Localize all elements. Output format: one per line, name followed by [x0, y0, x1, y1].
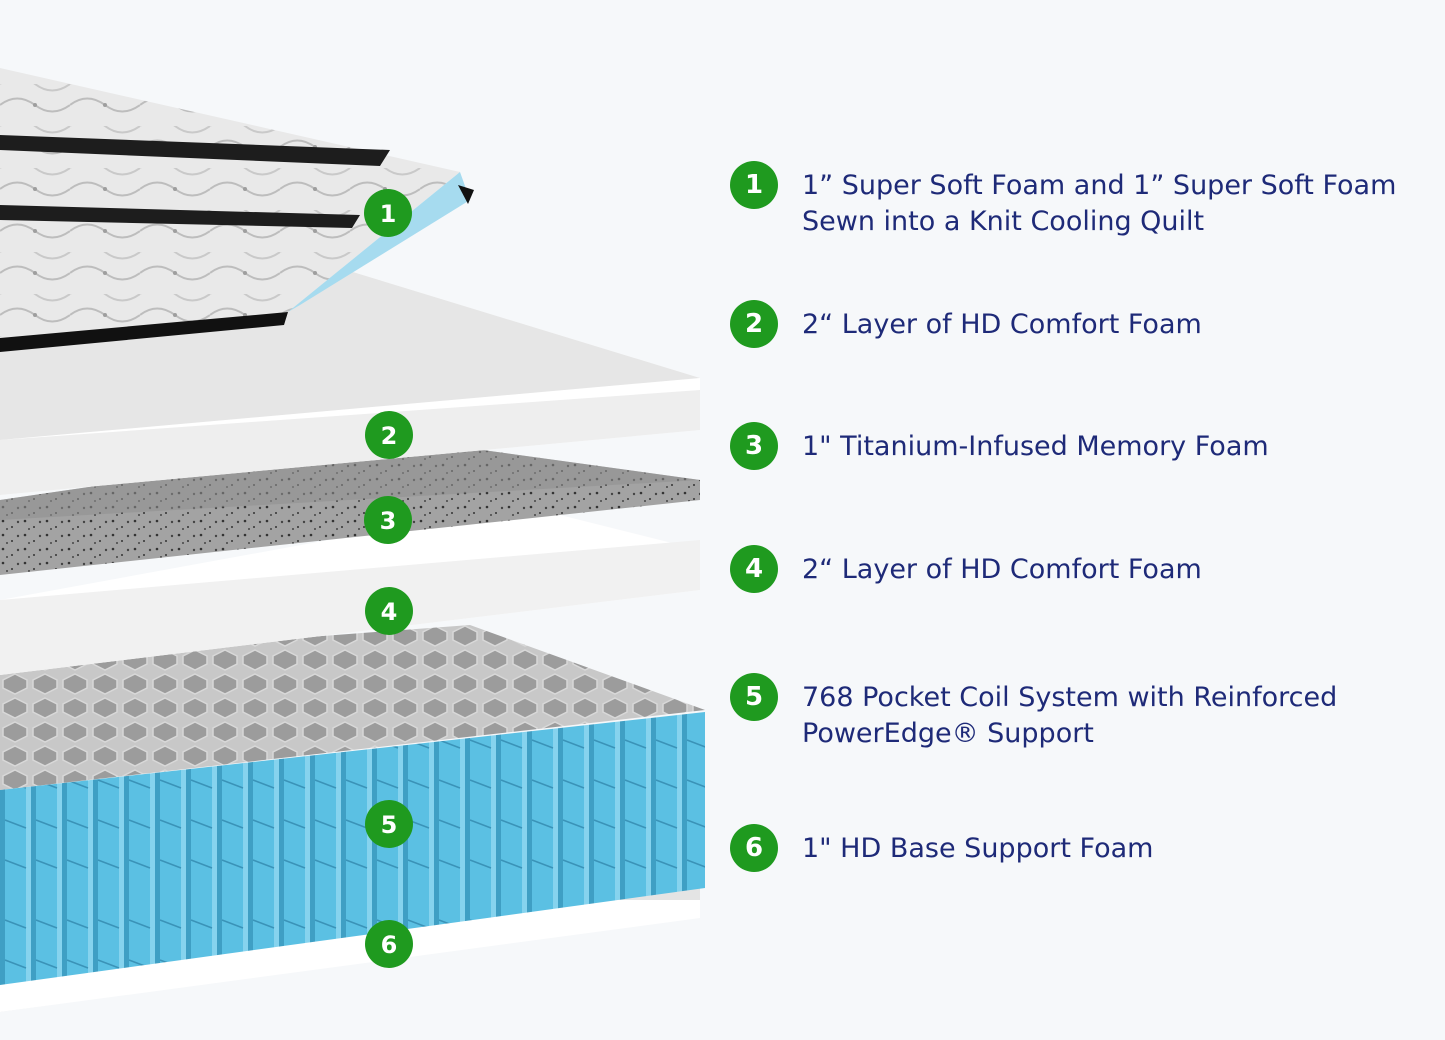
legend-item-1: 1 1” Super Soft Foam and 1” Super Soft F… [730, 161, 1422, 240]
legend-item-4: 4 2“ Layer of HD Comfort Foam [730, 545, 1422, 593]
svg-text:5: 5 [381, 811, 398, 839]
badge-2: 2 [365, 411, 413, 459]
memory-foam-layer [0, 440, 700, 575]
svg-text:1: 1 [380, 200, 397, 228]
badge-3: 3 [364, 496, 412, 544]
svg-text:4: 4 [381, 598, 398, 626]
legend-line: 2“ Layer of HD Comfort Foam [802, 554, 1202, 585]
legend-text-6: 1" HD Base Support Foam [802, 831, 1422, 867]
badge-4: 4 [365, 587, 413, 635]
badge-6: 6 [365, 920, 413, 968]
mattress-layers-illustration: 1 2 3 4 5 6 [0, 68, 705, 1012]
svg-text:6: 6 [381, 931, 398, 959]
legend-text-5: 768 Pocket Coil System with Reinforced P… [802, 680, 1422, 752]
legend-line: 768 Pocket Coil System with Reinforced [802, 682, 1338, 713]
legend-badge-3: 3 [730, 422, 778, 470]
svg-text:2: 2 [381, 422, 398, 450]
pocket-coil-layer [0, 625, 705, 985]
legend-item-5: 5 768 Pocket Coil System with Reinforced… [730, 673, 1422, 752]
svg-text:3: 3 [380, 507, 397, 535]
legend-line: PowerEdge® Support [802, 718, 1094, 749]
legend-item-2: 2 2“ Layer of HD Comfort Foam [730, 300, 1422, 348]
legend-badge-5: 5 [730, 673, 778, 721]
legend-line: 1” Super Soft Foam and 1” Super Soft Foa… [802, 170, 1397, 201]
legend-text-1: 1” Super Soft Foam and 1” Super Soft Foa… [802, 168, 1422, 240]
legend-badge-6: 6 [730, 824, 778, 872]
legend-item-3: 3 1" Titanium-Infused Memory Foam [730, 422, 1422, 470]
legend-text-3: 1" Titanium-Infused Memory Foam [802, 429, 1422, 465]
legend-line: 1" HD Base Support Foam [802, 833, 1154, 864]
legend-badge-4: 4 [730, 545, 778, 593]
badge-5: 5 [365, 800, 413, 848]
legend-line: 1" Titanium-Infused Memory Foam [802, 431, 1269, 462]
quilted-top-layer [0, 68, 474, 352]
legend-line: 2“ Layer of HD Comfort Foam [802, 309, 1202, 340]
legend-badge-1: 1 [730, 161, 778, 209]
legend-text-4: 2“ Layer of HD Comfort Foam [802, 552, 1422, 588]
legend-line: Sewn into a Knit Cooling Quilt [802, 206, 1205, 237]
legend-badge-2: 2 [730, 300, 778, 348]
layer-legend: 1 1” Super Soft Foam and 1” Super Soft F… [730, 0, 1430, 1040]
legend-item-6: 6 1" HD Base Support Foam [730, 824, 1422, 872]
legend-text-2: 2“ Layer of HD Comfort Foam [802, 307, 1422, 343]
comfort-foam-layer-lower [0, 505, 700, 675]
badge-1: 1 [364, 189, 412, 237]
